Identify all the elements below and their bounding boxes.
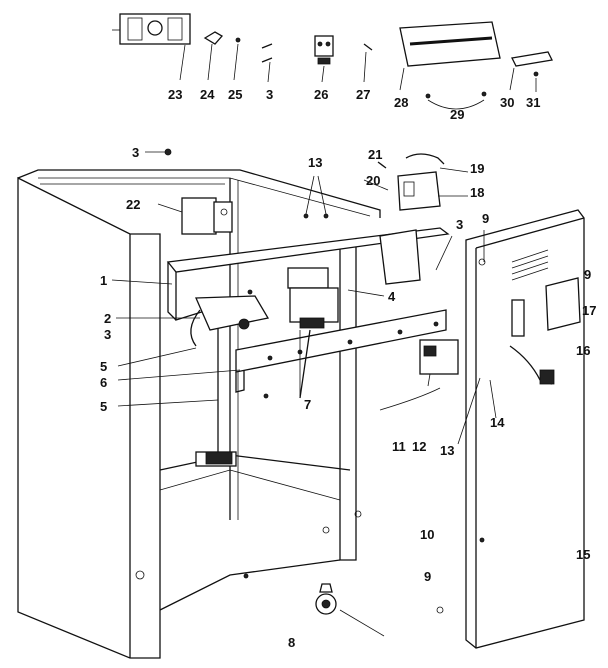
- part-30-knob: [509, 51, 553, 91]
- callout-14: 14: [490, 415, 505, 430]
- callout-24: 24: [200, 87, 215, 102]
- callout-5-upper: 5: [100, 359, 108, 374]
- callout-2: 2: [104, 311, 112, 326]
- callout-19: 19: [470, 161, 485, 176]
- part-19-wire: [405, 153, 445, 165]
- callout-9-right: 9: [584, 267, 592, 282]
- callout-13-lower: 13: [440, 443, 455, 458]
- part-18-bracket: [379, 171, 441, 285]
- callout-28: 28: [394, 95, 409, 110]
- part-2-switch-bracket: [190, 289, 270, 347]
- callout-23: 23: [168, 87, 183, 102]
- part-7-rod: [205, 328, 311, 465]
- callout-8: 8: [288, 635, 296, 650]
- callout-9-bottom: 9: [424, 569, 432, 584]
- callout-29: 29: [450, 107, 465, 122]
- callout-27: 27: [356, 87, 371, 102]
- callout-13-top: 13: [308, 155, 323, 170]
- part-6-lower-channel: [235, 309, 447, 393]
- part-28-nameplate: [399, 21, 501, 91]
- callout-20: 20: [366, 173, 381, 188]
- callout-9-top: 9: [482, 211, 490, 226]
- callout-16: 16: [576, 343, 591, 358]
- callout-21: 21: [368, 147, 383, 162]
- part-23-hinge-bracket: [112, 13, 191, 81]
- callout-12: 12: [412, 439, 427, 454]
- part-8-caster: [315, 583, 385, 637]
- part-11-wire: [379, 387, 441, 411]
- callout-11: 11: [392, 439, 406, 454]
- callout-3-left: 3: [104, 327, 112, 342]
- part-26-terminal-block: [314, 35, 334, 83]
- part-29-clips: [425, 91, 487, 110]
- callout-18: 18: [470, 185, 485, 200]
- part-24-clip: [203, 31, 224, 81]
- callout-4: 4: [388, 289, 396, 304]
- callout-10: 10: [420, 527, 435, 542]
- part-16-side-panel: [436, 209, 585, 649]
- part-25-screw: [233, 37, 241, 81]
- part-21-screw: [377, 161, 387, 169]
- callout-30: 30: [500, 95, 515, 110]
- callout-3-upper: 3: [132, 145, 140, 160]
- part-3-screws-top: [261, 43, 273, 83]
- callout-31: 31: [526, 95, 541, 110]
- part-1-upper-channel: [166, 227, 450, 321]
- part-22-bracket: [181, 197, 233, 235]
- callout-22: 22: [126, 197, 141, 212]
- cabinet-body: [17, 169, 381, 659]
- callout-3-top: 3: [266, 87, 274, 102]
- callout-26: 26: [314, 87, 329, 102]
- callout-6: 6: [100, 375, 108, 390]
- part-31-screw: [533, 71, 539, 92]
- leader-lines: [111, 151, 497, 445]
- callout-17: 17: [582, 303, 597, 318]
- callout-1: 1: [100, 273, 108, 288]
- callout-25: 25: [228, 87, 243, 102]
- callout-5-lower: 5: [100, 399, 108, 414]
- callout-7: 7: [304, 397, 312, 412]
- callout-15: 15: [576, 547, 591, 562]
- part-12-switch: [419, 339, 459, 387]
- part-4-motor: [287, 267, 339, 329]
- callout-3-right: 3: [456, 217, 464, 232]
- part-27-screw: [363, 43, 373, 83]
